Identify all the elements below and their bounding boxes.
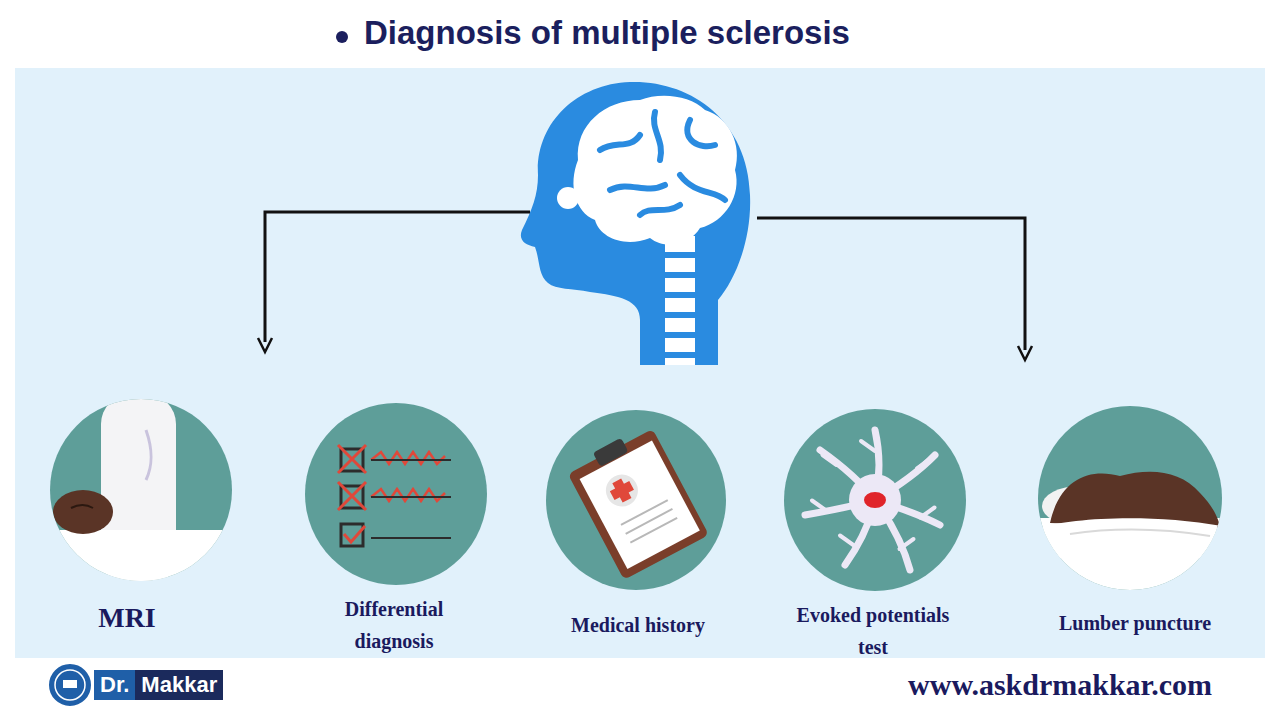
bracket-arrows [265, 212, 1025, 350]
node-label: Medical history [528, 612, 748, 638]
head-icon [521, 82, 750, 365]
node-label: Evoked potentials test [781, 599, 966, 663]
icon [338, 445, 451, 546]
circle-illustration [303, 401, 489, 587]
test-circle: MRI [11, 397, 271, 635]
test-circle: Evoked potentials test [745, 407, 1005, 663]
circle-illustration [782, 407, 968, 593]
icon [565, 423, 709, 580]
logo-text: Dr. [94, 670, 135, 700]
title: Diagnosis of multiple sclerosis [364, 14, 850, 52]
icon [1038, 472, 1222, 592]
arrow-head [258, 338, 272, 352]
circle-illustration [544, 408, 728, 592]
circle-illustration [48, 397, 234, 583]
test-circle: Differential diagnosis [266, 401, 526, 657]
logo: Dr.Makkar [94, 670, 223, 700]
node-label: Lumber puncture [1015, 610, 1255, 636]
icon [50, 397, 232, 583]
circle-shape [305, 403, 487, 585]
node-label: Differential diagnosis [324, 593, 464, 657]
icon [805, 430, 940, 570]
panel [15, 68, 1265, 658]
website-url: www.askdrmakkar.com [908, 668, 1212, 702]
circle-illustration [1036, 404, 1224, 592]
title-bullet [336, 31, 348, 43]
logo-badge [48, 663, 92, 707]
arrow-head [1018, 346, 1032, 360]
logo-text: Makkar [135, 670, 223, 700]
circle-shape [546, 410, 726, 590]
node-label: MRI [67, 601, 187, 635]
test-circle: Lumber puncture [1000, 404, 1260, 636]
circle-shape [784, 409, 966, 591]
test-circle: Medical history [506, 408, 766, 638]
